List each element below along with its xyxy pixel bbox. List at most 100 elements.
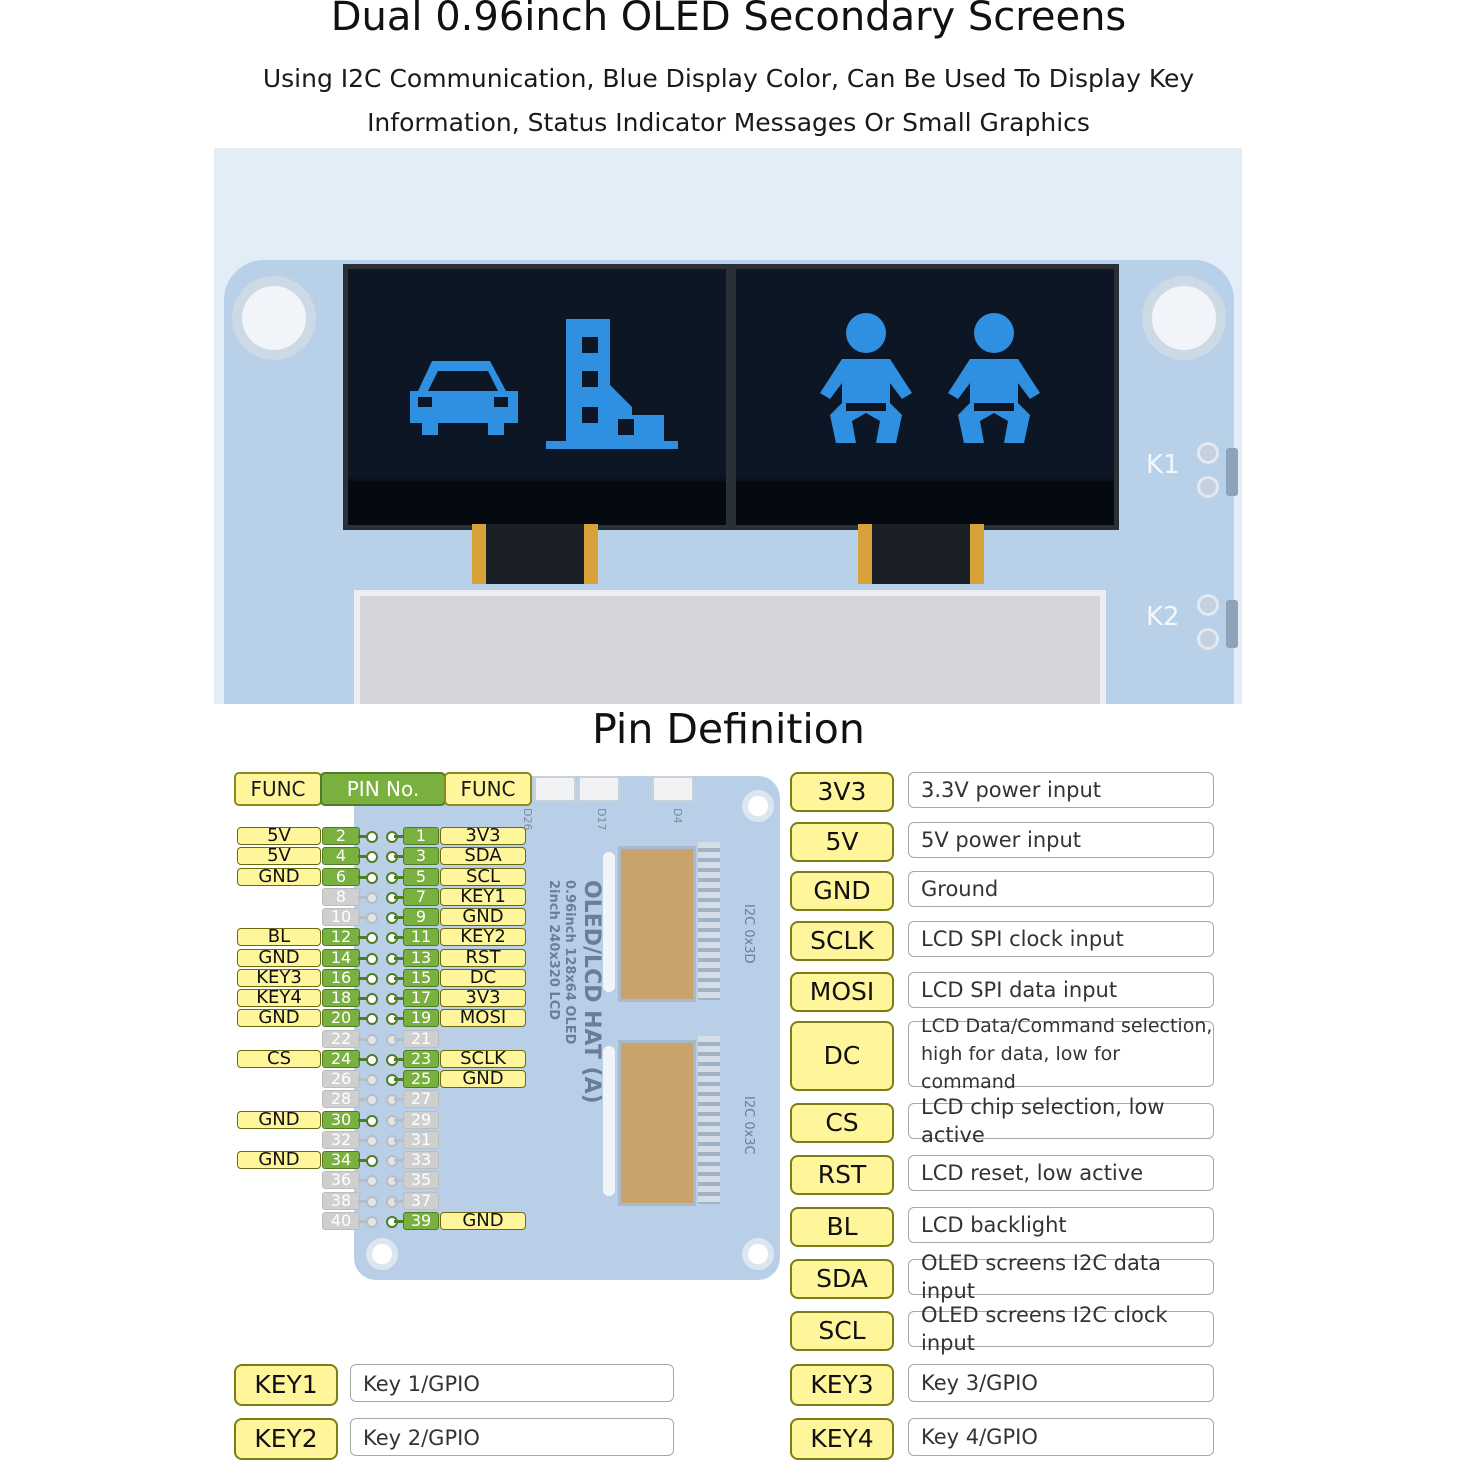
pin-lead-even	[358, 1058, 370, 1061]
pin-lead-even	[358, 855, 370, 858]
pin-dot-even	[366, 1013, 378, 1025]
pin-lead-odd	[394, 896, 404, 899]
func-tag-sda: SDA	[790, 1259, 894, 1299]
pin-number-odd: 37	[403, 1192, 439, 1210]
func-desc-line: LCD SPI data input	[921, 978, 1118, 1002]
func-tag-key2: KEY2	[234, 1418, 338, 1460]
pin-number-odd: 23	[403, 1050, 439, 1068]
pin-dot-even	[366, 1115, 378, 1127]
func-tag-dc: DC	[790, 1021, 894, 1091]
pin-number-even: 28	[322, 1090, 360, 1108]
pin-lead-even	[358, 977, 370, 980]
pin-dot-even	[366, 851, 378, 863]
pin-func-label-left: KEY3	[237, 969, 321, 987]
i2c-address-top: I2C 0x3D	[741, 904, 756, 964]
building-icon	[546, 319, 678, 449]
func-tag-sclk: SCLK	[790, 921, 894, 961]
pin-lead-even	[358, 835, 370, 838]
func-desc-bl: LCD backlight	[908, 1207, 1214, 1243]
pin-func-label-right: GND	[440, 1070, 526, 1088]
button-k2	[1226, 600, 1238, 648]
pin-number-odd: 13	[403, 949, 439, 967]
func-desc-line: 3.3V power input	[921, 778, 1102, 802]
func-tag-key4: KEY4	[790, 1418, 894, 1460]
func-desc-sclk: LCD SPI clock input	[908, 921, 1214, 957]
flex-cable-left	[472, 524, 598, 584]
hat-button-label: D17	[595, 808, 608, 831]
pin-number-even: 10	[322, 908, 360, 926]
pin-func-label-right: SCLK	[440, 1050, 526, 1068]
pin-func-label-right: MOSI	[440, 1009, 526, 1027]
func-desc-line: LCD SPI clock input	[921, 927, 1124, 951]
pin-number-even: 26	[322, 1070, 360, 1088]
pin-number-odd: 35	[403, 1171, 439, 1189]
pin-lead-odd	[394, 997, 404, 1000]
hat-name: OLED/LCD HAT (A)	[579, 880, 604, 1104]
pin-dot-even	[366, 831, 378, 843]
func-desc-dc: LCD Data/Command selection, high for data…	[908, 1015, 1214, 1093]
func-desc-3v3: 3.3V power input	[908, 772, 1214, 808]
func-desc-sda: OLED screens I2C data input	[908, 1251, 1214, 1303]
func-tag-key3: KEY3	[790, 1364, 894, 1406]
pin-number-even: 14	[322, 949, 360, 967]
pin-lead-odd	[394, 1119, 404, 1122]
pin-lead-even	[358, 1179, 370, 1182]
pin-lead-even	[358, 1038, 370, 1041]
baby-icon	[948, 313, 1040, 443]
pin-number-even: 2	[322, 827, 360, 845]
func-tag-rst: RST	[790, 1155, 894, 1195]
pin-func-label-left: GND	[237, 1111, 321, 1129]
func-desc-key2: Key 2/GPIO	[350, 1418, 674, 1456]
pin-lead-odd	[394, 1200, 404, 1203]
pin-func-label-left: GND	[237, 1009, 321, 1027]
func-desc-line: LCD backlight	[921, 1213, 1067, 1237]
func-desc-line: LCD reset, low active	[921, 1161, 1144, 1185]
pin-lead-even	[358, 957, 370, 960]
func-desc-line: high for data, low for command	[921, 1043, 1121, 1093]
pin-func-label-left: 5V	[237, 847, 321, 865]
func-tag-mosi: MOSI	[790, 972, 894, 1012]
pin-dot-even	[366, 1135, 378, 1147]
pin-row: 36 35	[0, 1171, 439, 1189]
pin-dot-even	[366, 1216, 378, 1228]
pin-number-odd: 15	[403, 969, 439, 987]
pin-func-label-left: GND	[237, 868, 321, 886]
oled-screen-right	[731, 264, 1119, 530]
pin-dot-even	[366, 1074, 378, 1086]
pin-lead-even	[358, 1119, 370, 1122]
func-desc-key4: Key 4/GPIO	[908, 1418, 1214, 1456]
func-desc-key1: Key 1/GPIO	[350, 1364, 674, 1402]
pin-lead-even	[358, 1200, 370, 1203]
pin-number-even: 30	[322, 1111, 360, 1129]
pin-lead-even	[358, 1078, 370, 1081]
pin-number-even: 6	[322, 868, 360, 886]
func-tag-gnd: GND	[790, 871, 894, 911]
pin-number-even: 4	[322, 847, 360, 865]
pin-number-even: 16	[322, 969, 360, 987]
flex-cable-right	[858, 524, 984, 584]
header-func-right: FUNC	[444, 772, 532, 806]
pin-func-label-left: KEY4	[237, 989, 321, 1007]
func-desc-line: 5V power input	[921, 828, 1082, 852]
pin-number-odd: 33	[403, 1151, 439, 1169]
func-desc-rst: LCD reset, low active	[908, 1155, 1214, 1191]
pin-number-even: 24	[322, 1050, 360, 1068]
pin-lead-odd	[394, 1038, 404, 1041]
pin-number-even: 20	[322, 1009, 360, 1027]
pin-dot-even	[366, 1175, 378, 1187]
func-desc-line: LCD Data/Command selection,	[921, 1015, 1213, 1037]
pin-number-odd: 39	[403, 1212, 439, 1230]
car-icon	[410, 361, 518, 435]
pin-number-even: 36	[322, 1171, 360, 1189]
pin-func-label-right: 3V3	[440, 989, 526, 1007]
pin-func-label-right: SDA	[440, 847, 526, 865]
pin-lead-odd	[394, 957, 404, 960]
pin-number-even: 38	[322, 1192, 360, 1210]
subtitle-line-1: Using I2C Communication, Blue Display Co…	[262, 64, 1195, 93]
oled-connector-top	[618, 846, 696, 1002]
